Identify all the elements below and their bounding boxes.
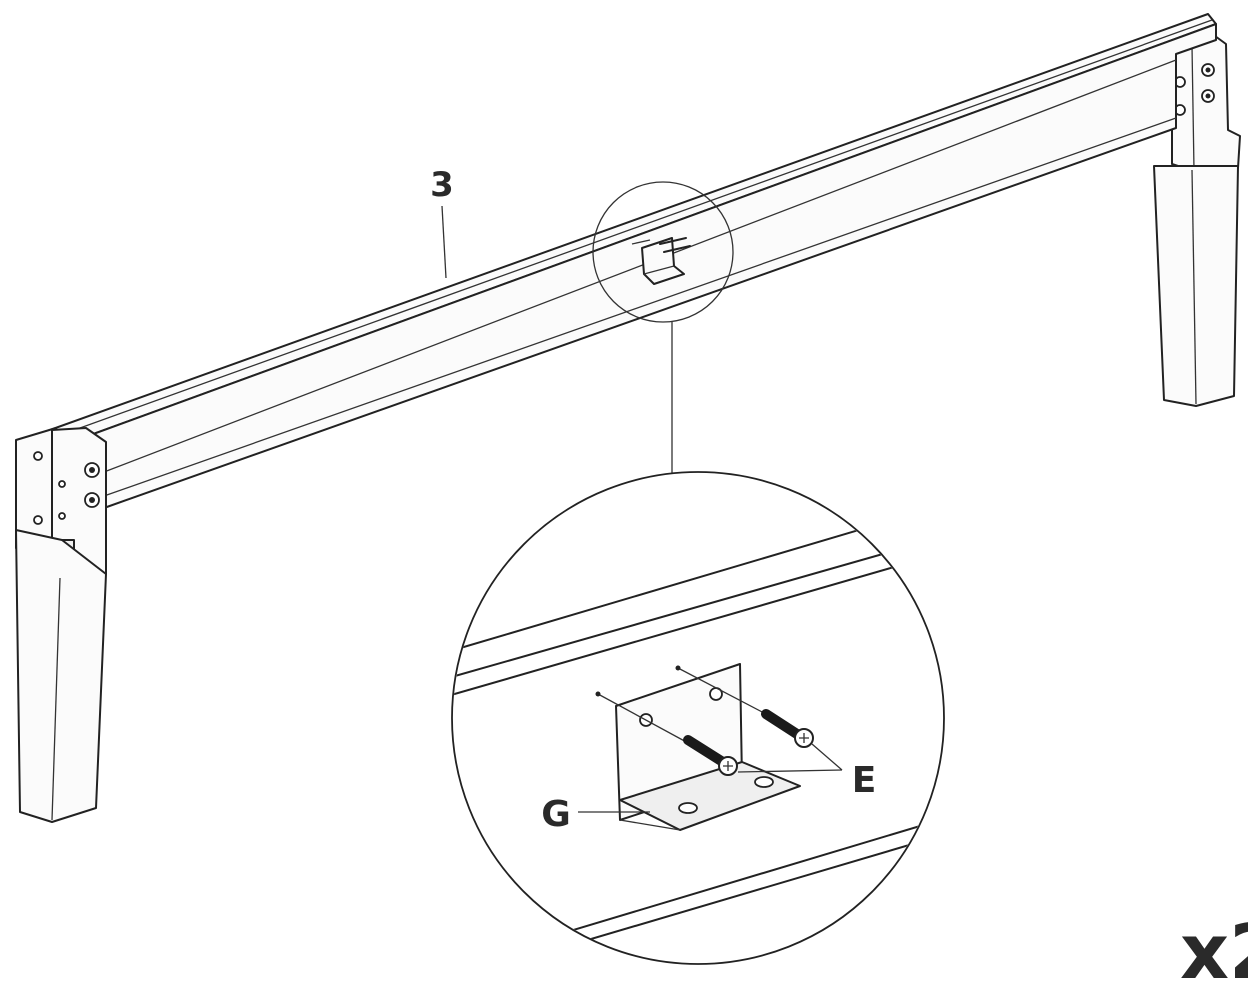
right-leg [1153, 35, 1241, 407]
part-leader-line [441, 205, 447, 279]
screws-e [595, 665, 843, 776]
left-leg [15, 427, 107, 823]
rail-part-3 [21, 13, 1217, 509]
detail-view [451, 471, 945, 965]
bracket-label: G [541, 794, 571, 835]
quantity-label: x2 [1180, 907, 1248, 978]
screws-label: E [852, 760, 877, 801]
bracket-g [615, 663, 801, 831]
small-bracket [592, 181, 734, 323]
part-number-label: 3 [430, 165, 454, 205]
